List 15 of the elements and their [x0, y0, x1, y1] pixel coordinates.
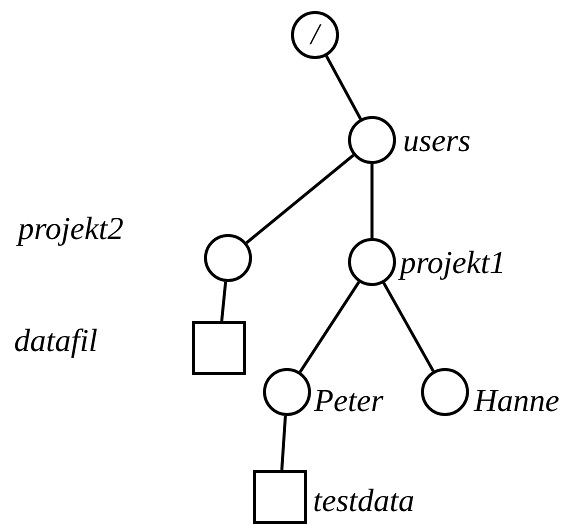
file-square — [192, 321, 246, 375]
file-square — [253, 470, 307, 524]
connector-line — [246, 154, 354, 244]
connector-line — [298, 281, 360, 373]
node-label: Peter — [314, 384, 384, 416]
node-label: datafil — [14, 324, 98, 356]
connector-line — [370, 164, 374, 238]
node-label: Hanne — [474, 384, 560, 416]
connector-line — [220, 282, 228, 322]
node-label: users — [403, 124, 471, 156]
node-label: testdata — [313, 484, 414, 516]
connector-line — [280, 416, 287, 470]
node-label: projekt2 — [18, 212, 124, 244]
node-label: projekt1 — [400, 246, 506, 278]
node-label: / — [310, 20, 320, 50]
